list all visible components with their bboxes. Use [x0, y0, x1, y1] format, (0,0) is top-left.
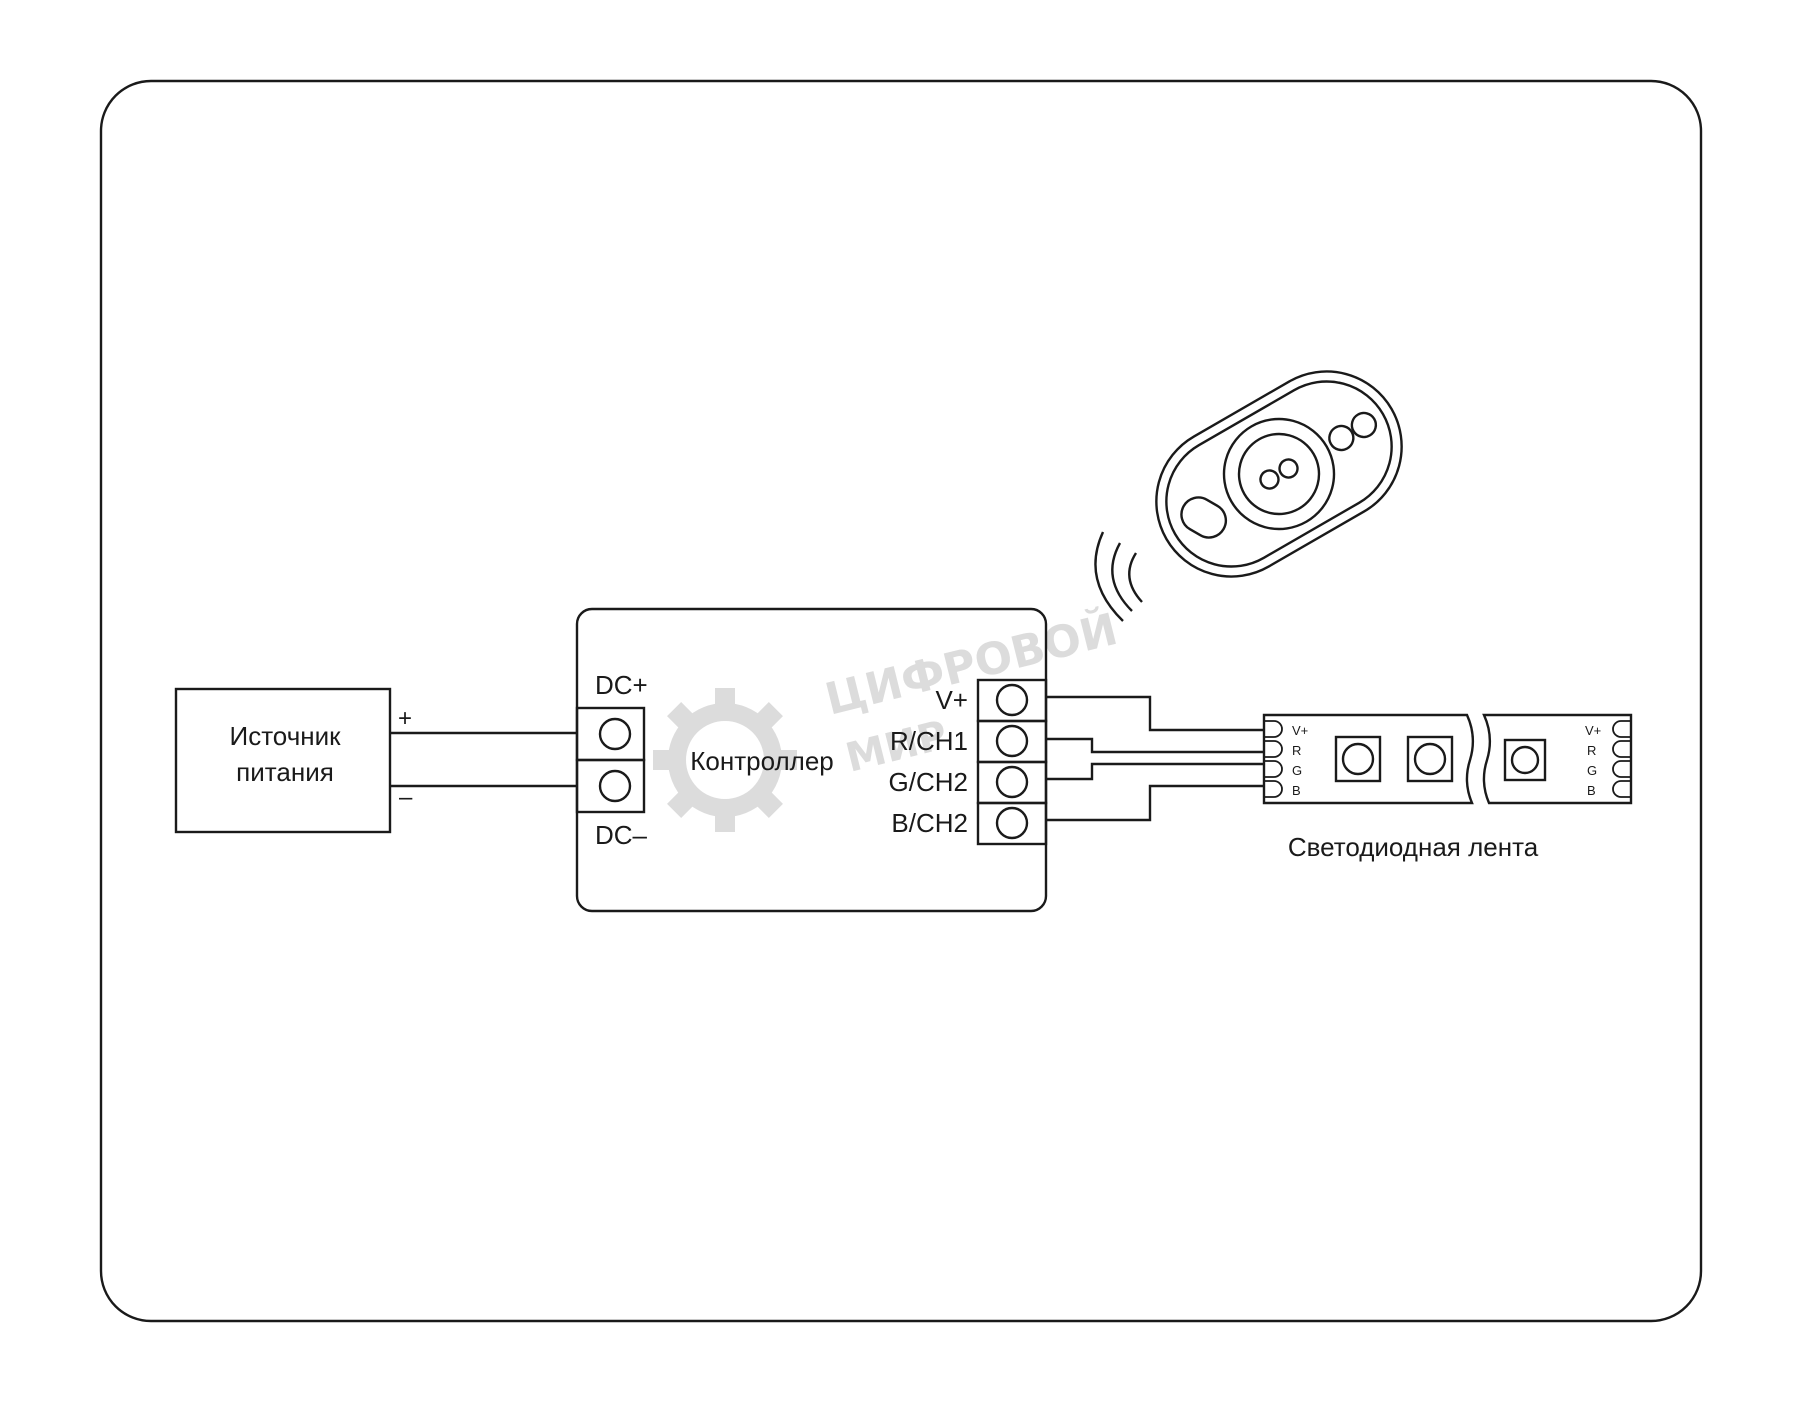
- strip-pin-b-right: B: [1587, 783, 1596, 798]
- led-chip: [1503, 738, 1547, 782]
- wire-g: [1046, 762, 1264, 781]
- controller: Контроллер DC+ DC– V+ R/CH1 G/CH2 B/CH2: [575, 607, 1048, 913]
- screw-icon: [598, 717, 632, 751]
- strip-segment-left: [1262, 713, 1475, 805]
- wire-b: [1046, 784, 1264, 822]
- screw-icon: [995, 683, 1029, 717]
- terminal-dc-plus: [575, 706, 646, 762]
- power-supply-box: [174, 687, 392, 834]
- remote-button-icon: [1328, 424, 1355, 452]
- remote-control: [1155, 370, 1403, 578]
- controller-label: Контроллер: [690, 746, 833, 776]
- remote-button-icon: [1350, 411, 1378, 439]
- pad-icon: [1612, 760, 1631, 778]
- wireless-signal-icon: [1094, 531, 1143, 622]
- pad-icon: [1612, 720, 1631, 738]
- wire-r: [1046, 737, 1264, 754]
- led-chip: [1406, 735, 1454, 783]
- dc-plus-label: DC+: [595, 670, 648, 700]
- power-supply-label-1: Источник: [230, 721, 342, 751]
- strip-segment-right: [1482, 713, 1633, 805]
- gear-icon: [653, 688, 797, 832]
- led-icon: [1341, 742, 1375, 776]
- led-icon: [1510, 745, 1540, 775]
- output-label-r: R/CH1: [890, 726, 968, 756]
- pad-icon: [1612, 780, 1631, 798]
- led-strip: V+ R G B V+ R G B Светодиодная лента: [1262, 713, 1633, 862]
- pad-icon: [1264, 740, 1283, 758]
- led-chip: [1334, 735, 1382, 783]
- output-label-b: B/CH2: [891, 808, 968, 838]
- terminal-b: [976, 801, 1048, 846]
- screw-icon: [995, 724, 1029, 758]
- power-supply: Источник питания + –: [174, 687, 413, 834]
- strip-pin-g: G: [1292, 763, 1302, 778]
- remote-dial: [1222, 417, 1336, 531]
- strip-pin-r-right: R: [1587, 743, 1596, 758]
- remote-body-inner: [1165, 380, 1393, 568]
- dc-minus-label: DC–: [595, 820, 648, 850]
- diagram-frame: [99, 79, 1703, 1323]
- wire-v-plus: [1046, 695, 1264, 732]
- pad-icon: [1264, 780, 1283, 798]
- remote-dial-inner: [1237, 432, 1321, 516]
- output-label-g: G/CH2: [889, 767, 968, 797]
- strip-label: Светодиодная лента: [1288, 832, 1539, 862]
- strip-pin-r: R: [1292, 743, 1301, 758]
- pad-icon: [1264, 760, 1283, 778]
- remote-button-icon: [1259, 469, 1280, 490]
- watermark: ЦИФРОВОЙ МИР: [653, 602, 1122, 832]
- screw-icon: [995, 806, 1029, 840]
- remote-slider: [1180, 496, 1228, 539]
- strip-pin-b: B: [1292, 783, 1301, 798]
- watermark-line1: ЦИФРОВОЙ: [820, 602, 1123, 726]
- screw-icon: [598, 769, 632, 803]
- led-icon: [1413, 742, 1447, 776]
- terminal-dc-minus: [575, 758, 646, 814]
- strip-pin-v-plus-right: V+: [1585, 723, 1601, 738]
- pad-icon: [1612, 740, 1631, 758]
- strip-pin-v-plus: V+: [1292, 723, 1308, 738]
- screw-icon: [995, 765, 1029, 799]
- strip-pin-g-right: G: [1587, 763, 1597, 778]
- output-label-v-plus: V+: [935, 685, 968, 715]
- remote-button-icon: [1278, 458, 1299, 479]
- remote-body: [1155, 370, 1403, 578]
- power-supply-label-2: питания: [236, 757, 334, 787]
- plus-label: +: [398, 705, 412, 732]
- pad-icon: [1264, 720, 1283, 738]
- minus-label: –: [399, 784, 413, 811]
